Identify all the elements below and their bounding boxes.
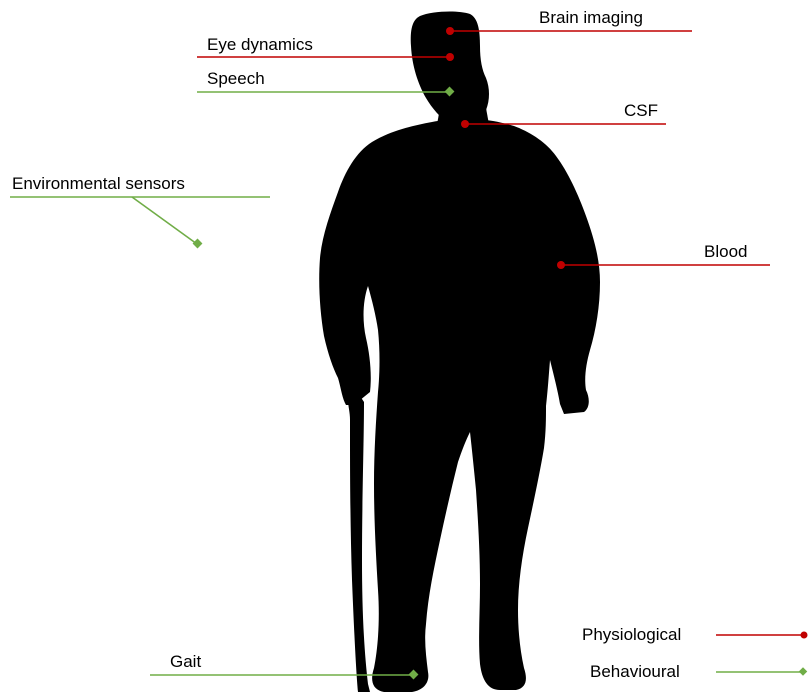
speech-label: Speech <box>207 69 265 88</box>
blood-label: Blood <box>704 242 747 261</box>
legend-item-behavioural: Behavioural <box>590 662 807 681</box>
legend-marker-physiological <box>801 632 808 639</box>
environmental-sensors-leader-line <box>132 197 197 244</box>
elderly-person-with-cane-icon <box>319 12 600 692</box>
legend: Physiological Behavioural <box>582 625 808 681</box>
gait-label: Gait <box>170 652 201 671</box>
silhouette-cane <box>348 395 370 692</box>
brain-imaging-label: Brain imaging <box>539 8 643 27</box>
legend-item-physiological: Physiological <box>582 625 808 644</box>
environmental-sensors-label: Environmental sensors <box>12 174 185 193</box>
annotation-environmental-sensors: Environmental sensors <box>10 174 270 248</box>
legend-label-behavioural: Behavioural <box>590 662 680 681</box>
annotation-brain-imaging: Brain imaging <box>446 8 692 35</box>
csf-marker <box>461 120 469 128</box>
blood-marker <box>557 261 565 269</box>
environmental-sensors-marker <box>193 239 203 249</box>
legend-marker-behavioural <box>799 667 807 675</box>
eye-dynamics-label: Eye dynamics <box>207 35 313 54</box>
csf-label: CSF <box>624 101 658 120</box>
legend-label-physiological: Physiological <box>582 625 681 644</box>
annotation-csf: CSF <box>461 101 666 128</box>
eye-dynamics-marker <box>446 53 454 61</box>
brain-imaging-marker <box>446 27 454 35</box>
